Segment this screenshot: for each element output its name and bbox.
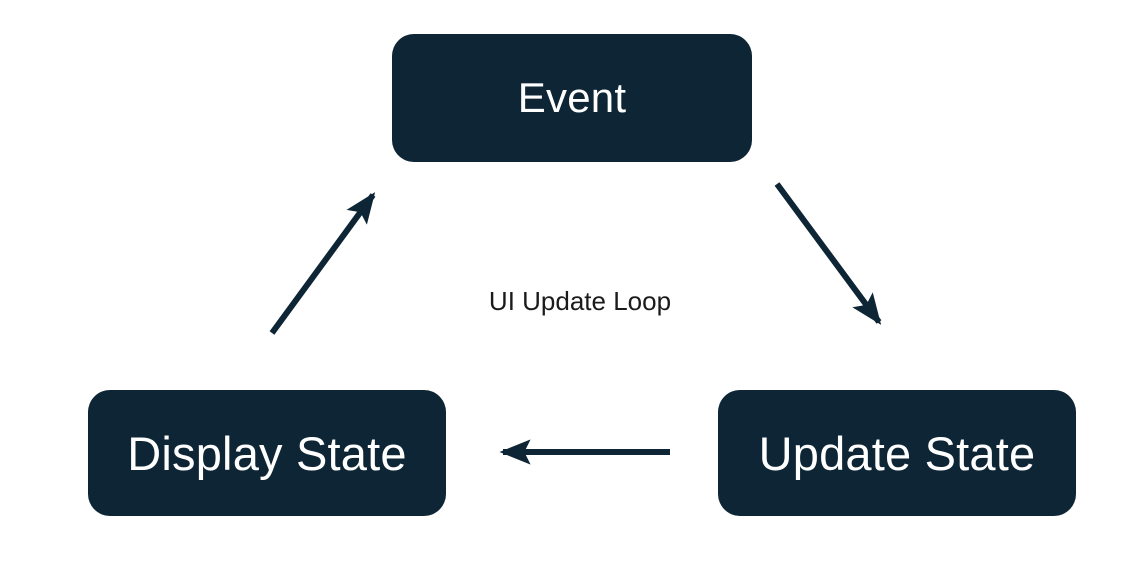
node-display-state[interactable]: Display State [88, 390, 446, 516]
arrow-display-state-to-event [269, 192, 376, 335]
diagram-center-label: UI Update Loop [488, 286, 672, 316]
node-display-state-label: Display State [127, 426, 407, 480]
node-update-state-label: Update State [758, 426, 1036, 480]
arrow-event-to-update-state [774, 182, 882, 325]
node-event[interactable]: Event [392, 34, 752, 162]
node-update-state[interactable]: Update State [718, 390, 1076, 516]
node-event-label: Event [517, 74, 627, 121]
